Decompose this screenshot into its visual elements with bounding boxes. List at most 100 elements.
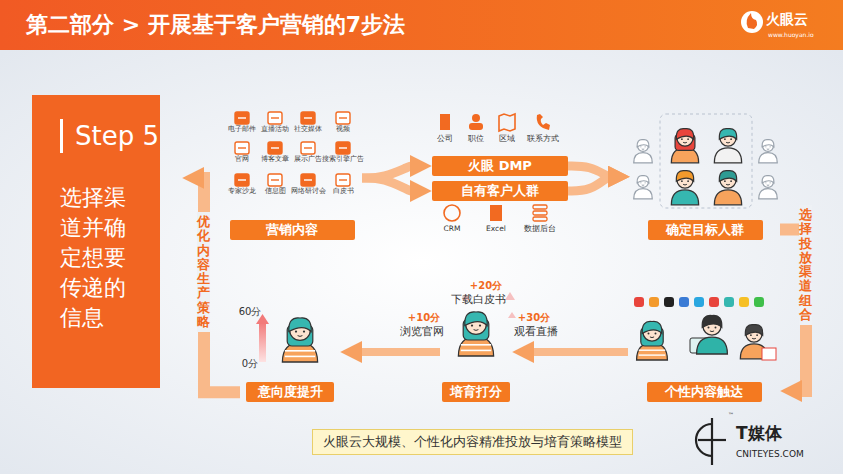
attribute-label: 联系方式: [527, 135, 559, 144]
attribute-icon: [440, 114, 450, 130]
edge-label: 选择投放渠道组合: [799, 205, 812, 325]
icon-label: 搜索引擎广告: [322, 156, 364, 163]
logo-flame: [747, 13, 758, 29]
app-icon: [634, 297, 644, 307]
person-figure: [671, 129, 698, 163]
source-bar: 火眼 DMP: [432, 156, 568, 176]
header-band: [0, 0, 843, 50]
attribute-label: 职位: [468, 135, 484, 144]
source-icon: [444, 205, 460, 221]
source-icon: [490, 205, 502, 221]
app-icon: [754, 297, 764, 307]
scale-label: 60分: [239, 306, 262, 318]
dashed-frame: [660, 114, 752, 208]
app-icon: [649, 297, 659, 307]
watermark-url: CNITEYES.COM: [736, 449, 804, 459]
step-title: 选择渠道并确定想要传递的信息: [60, 183, 132, 333]
flow-arrow: [532, 348, 628, 356]
score-number: +30分: [518, 312, 550, 324]
attribute-label: 区域: [499, 135, 515, 144]
watermark-text: T媒体: [736, 424, 782, 444]
content-icon: [268, 142, 282, 154]
stage-box: 确定目标人群: [630, 108, 780, 240]
app-icon: [724, 297, 734, 307]
content-icon: [235, 112, 249, 124]
box-label: 营销内容: [230, 220, 355, 240]
icon-label: 官网: [235, 156, 249, 163]
box-label: 确定目标人群: [648, 220, 763, 240]
person-figure: [634, 140, 652, 163]
person-figure: [759, 176, 777, 199]
score-number: +20分: [470, 280, 502, 292]
box-label: 意向度提升: [246, 382, 334, 402]
attribute-icon: [469, 114, 483, 130]
score-bar: [259, 322, 266, 362]
icon-label: 白皮书: [333, 188, 354, 195]
box-label: 火眼 DMP: [432, 156, 568, 176]
step-number: Step 5: [60, 119, 160, 153]
app-icon: [739, 297, 749, 307]
icon-label: 博客文章: [261, 156, 289, 163]
box-label: 培育打分: [442, 382, 510, 402]
source-icon: [533, 205, 547, 221]
person-figure: [759, 140, 777, 163]
content-icon: [301, 142, 315, 154]
person-figure: [697, 315, 728, 354]
logo-text: 火眼云: [766, 11, 808, 27]
app-icon: [664, 297, 674, 307]
watermark-mark: [698, 439, 726, 441]
icon-label: 视频: [336, 126, 350, 133]
content-icon: [301, 112, 315, 124]
stage-box: 培育打分: [440, 300, 512, 402]
flow-arrow: [360, 348, 440, 356]
logo-mark: [741, 11, 763, 33]
content-icon: [235, 174, 249, 186]
person-figure: [282, 318, 317, 362]
stage-box: 意向度提升: [240, 305, 340, 402]
icon-label: 直播活动: [261, 126, 289, 133]
background: [0, 50, 843, 474]
icon-label: 展示广告: [294, 156, 322, 163]
app-icon: [694, 297, 704, 307]
content-icon: [336, 142, 350, 154]
person-figure: [634, 176, 652, 199]
person-figure: [458, 312, 493, 356]
attribute-icon: [537, 114, 550, 130]
icon-label: 专家沙龙: [228, 188, 256, 195]
person-figure: [671, 171, 698, 205]
page-title: 第二部分 > 开展基于客户营销的7步法: [26, 10, 405, 40]
icon-label: 电子邮件: [228, 126, 256, 133]
app-icon: [679, 297, 689, 307]
flow-arrow: [568, 177, 610, 191]
logo-url: www.huoyan.io: [768, 32, 814, 39]
box-label: 自有客户人群: [432, 181, 568, 201]
icon-label: 信息图: [265, 188, 286, 195]
source-label: 数据后台: [524, 225, 556, 234]
content-icon: [235, 142, 249, 154]
step-panel: Step 5 选择渠道并确定想要传递的信息: [32, 95, 160, 388]
score-action: 浏览官网: [400, 326, 444, 339]
edge-label: 优化内容生产策略: [197, 212, 210, 332]
icon-label: 网络研讨会: [291, 188, 326, 195]
content-icon: [268, 112, 282, 124]
watermark-mark: [711, 418, 713, 465]
caption-box: 火眼云大规模、个性化内容精准投放与培育策略模型: [312, 429, 633, 455]
content-icon: [268, 174, 282, 186]
icon-label: 社交媒体: [294, 126, 322, 133]
flow-arrow: [362, 178, 412, 191]
source-label: Excel: [486, 225, 506, 234]
attribute-label: 公司: [437, 135, 453, 144]
watermark-mark: ™: [728, 412, 734, 419]
content-icon: [336, 112, 350, 124]
paper-symbol: [762, 348, 776, 360]
stage-box: 个性内容触达: [628, 292, 780, 402]
app-icon: [709, 297, 719, 307]
content-icon: [301, 174, 315, 186]
person-figure: [714, 129, 741, 163]
source-bar: 自有客户人群: [432, 181, 568, 201]
score-action: 下载白皮书: [451, 294, 506, 307]
source-label: CRM: [444, 225, 461, 234]
content-icon: [336, 174, 350, 186]
